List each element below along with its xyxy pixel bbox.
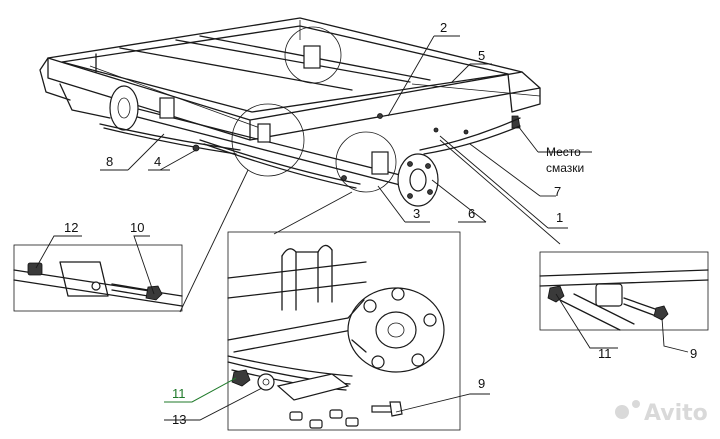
watermark-dot-icon [632,400,640,408]
main-leaders [100,35,592,313]
label-left-12: 12 [64,220,78,235]
label-right-11: 11 [598,346,612,361]
label-6: 6 [468,206,475,221]
label-4: 4 [154,154,161,169]
center-inset [164,231,490,431]
label-left-10: 10 [130,220,144,235]
detail-callout-circles [231,26,397,193]
label-center-13: 13 [172,412,186,427]
trailer-frame [39,17,541,141]
watermark-text: Avito [644,401,708,426]
label-center-9: 9 [478,376,485,391]
watermark-dot-icon [615,405,629,419]
callout-labels: 2 5 8 4 3 6 7 1 12 10 11 9 11 13 9 [64,20,697,427]
note-line-2: смазки [546,161,584,175]
lubrication-note: Место смазки [546,145,584,175]
avito-watermark: Avito [615,400,708,426]
label-7: 7 [554,184,561,199]
left-inset [13,235,183,312]
note-line-1: Место [546,145,581,159]
label-right-9: 9 [690,346,697,361]
label-2: 2 [440,20,447,35]
label-1: 1 [556,210,563,225]
axle-assembly [99,45,521,207]
label-center-11: 11 [172,386,186,401]
label-5: 5 [478,48,485,63]
label-8: 8 [106,154,113,169]
label-3: 3 [413,206,420,221]
right-inset [539,251,709,353]
